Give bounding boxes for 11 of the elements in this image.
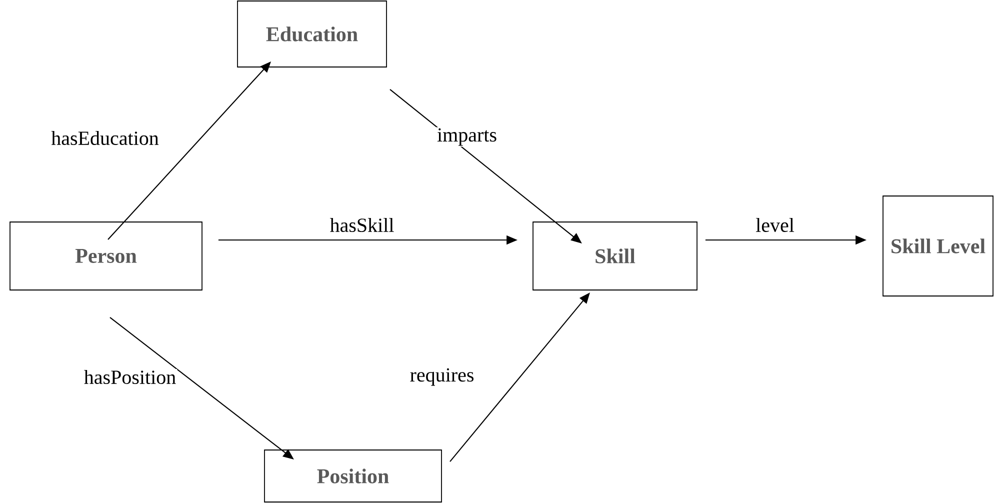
class-box: Position: [264, 450, 442, 502]
edge-label: hasPosition: [82, 368, 178, 386]
edge-label: hasEducation: [50, 130, 160, 146]
class-box: Education: [237, 0, 387, 68]
class-box: Person: [10, 222, 202, 290]
class-box: Skill: [532, 222, 698, 290]
edge-label: level: [754, 216, 796, 234]
edge-label: imparts: [436, 127, 498, 147]
edge-label: requires: [408, 367, 476, 387]
edge-label: hasSkill: [328, 216, 396, 234]
class-box: Skill Level: [882, 196, 994, 296]
